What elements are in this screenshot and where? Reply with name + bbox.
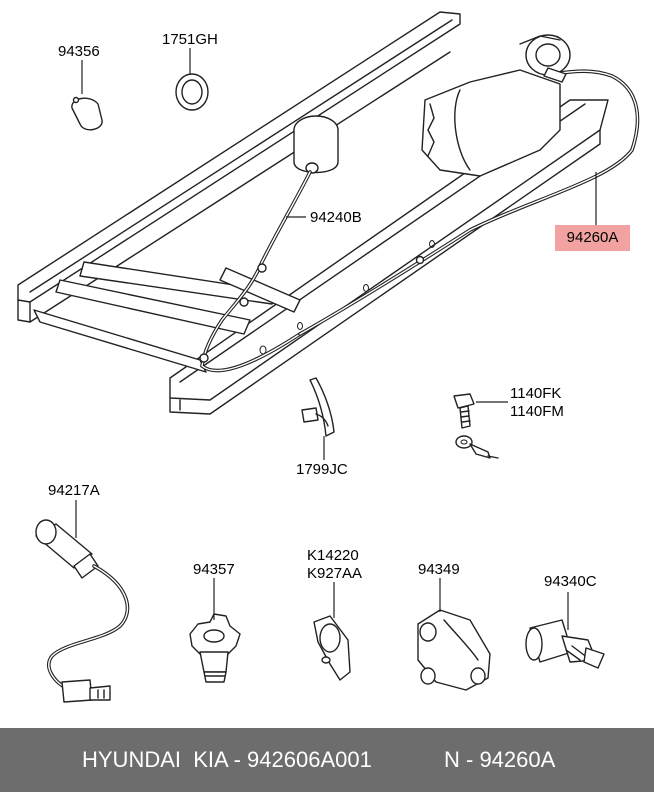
cable-94260a	[298, 67, 640, 336]
cable-94240b	[199, 170, 312, 373]
part-1799jc-clip	[301, 377, 335, 437]
part-1140fk-bolt	[453, 393, 499, 459]
parts-diagram: 94356 1751GH 94240B 94260A 1140FK 1140FM…	[17, 11, 640, 703]
label-k14220: K14220	[307, 547, 359, 564]
label-94349: 94349	[418, 561, 460, 578]
part-94349-cover	[417, 609, 491, 691]
diagram-drawing	[17, 11, 640, 703]
leader-lines	[75, 48, 597, 630]
footer-brand-part-number: HYUNDAI KIA - 942606A001	[82, 747, 372, 772]
label-1140fk: 1140FK	[510, 385, 562, 402]
label-94356: 94356	[58, 43, 100, 60]
label-1799jc: 1799JC	[296, 461, 348, 478]
part-k14220-clamp	[313, 615, 351, 681]
label-1140fm: 1140FM	[510, 403, 564, 420]
part-1751gh-ring	[175, 73, 209, 111]
label-94240b: 94240B	[310, 209, 362, 226]
sensor-housing	[293, 115, 339, 174]
part-94340c-sensor	[525, 619, 605, 669]
label-94357: 94357	[193, 561, 235, 578]
vehicle-frame	[17, 11, 609, 415]
transmission-body	[421, 34, 571, 177]
footer-part-reference: N - 94260A	[444, 747, 556, 772]
label-94217a: 94217A	[48, 482, 100, 499]
label-k927aa: K927AA	[307, 565, 363, 582]
label-1751gh: 1751GH	[162, 31, 218, 48]
part-94356-cap	[71, 96, 103, 131]
part-94357-bushing	[189, 613, 241, 683]
label-94260a-highlighted: 94260A	[555, 225, 630, 251]
footer-bar: HYUNDAI KIA - 942606A001 N - 94260A	[0, 728, 654, 792]
part-94217a-harness	[35, 519, 130, 703]
label-94340c: 94340C	[544, 573, 597, 590]
